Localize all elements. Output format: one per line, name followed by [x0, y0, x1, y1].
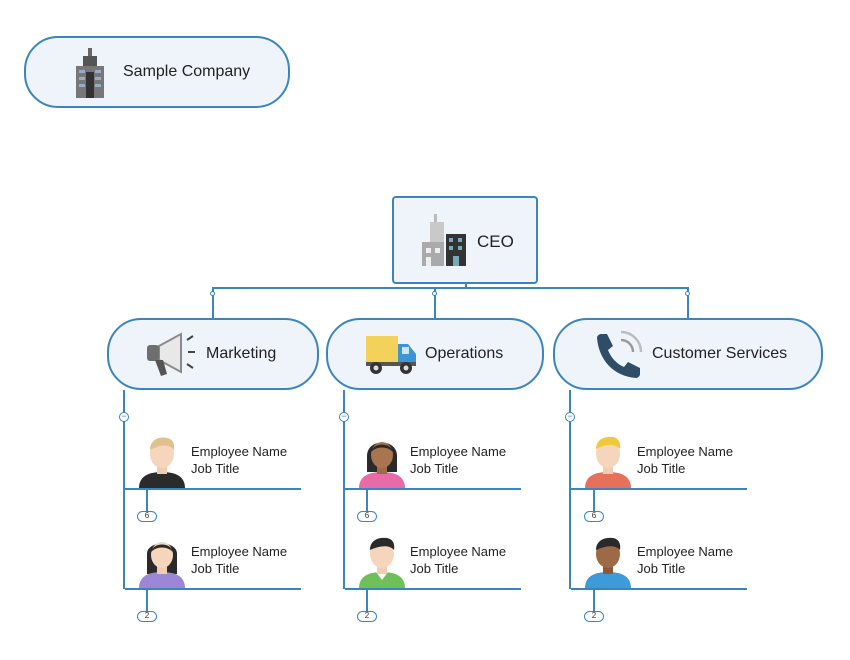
count-connector-line: [146, 590, 148, 611]
employee-name: Employee Name: [191, 444, 288, 459]
department-label: Marketing: [206, 345, 277, 362]
woman-avatar-icon: [139, 542, 185, 588]
employee-card[interactable]: Employee Name Job Title: [571, 530, 747, 590]
employee-underline: [125, 588, 301, 590]
employee-underline: [571, 588, 747, 590]
count-connector-line: [593, 590, 595, 611]
employee-card[interactable]: Employee Name Job Title: [125, 430, 301, 490]
customer-services-connector-dot[interactable]: [685, 291, 690, 296]
employee-name: Employee Name: [410, 444, 507, 459]
employee-job-title: Job Title: [191, 461, 240, 476]
subordinate-count-badge[interactable]: 2: [357, 611, 377, 622]
operations-collapse-button[interactable]: −: [339, 412, 349, 422]
marketing-connector-line: [212, 288, 214, 318]
man-avatar-icon: [585, 436, 631, 488]
count-connector-line: [146, 490, 148, 511]
employee-job-title: Job Title: [637, 561, 686, 576]
employee-job-title: Job Title: [191, 561, 240, 576]
company-label: Sample Company: [123, 63, 251, 80]
subordinate-count-badge[interactable]: 2: [137, 611, 157, 622]
ceo-label: CEO: [477, 232, 514, 251]
customer-services-collapse-button[interactable]: −: [565, 412, 575, 422]
department-node-operations[interactable]: Operations: [326, 318, 544, 390]
customer-services-branch-line: [569, 390, 571, 589]
employee-job-title: Job Title: [637, 461, 686, 476]
employee-name: Employee Name: [191, 544, 288, 559]
operations-connector-line: [434, 288, 436, 318]
ceo-connector-line: [465, 283, 467, 288]
employee-underline: [125, 488, 301, 490]
department-bus-line: [212, 287, 689, 289]
employee-card[interactable]: Employee Name Job Title: [345, 430, 521, 490]
subordinate-count-badge[interactable]: 2: [584, 611, 604, 622]
department-node-marketing[interactable]: Marketing: [107, 318, 319, 390]
employee-card[interactable]: Employee Name Job Title: [571, 430, 747, 490]
employee-job-title: Job Title: [410, 461, 459, 476]
employee-card[interactable]: Employee Name Job Title: [125, 530, 301, 590]
count-connector-line: [593, 490, 595, 511]
employee-underline: [345, 588, 521, 590]
employee-name: Employee Name: [637, 444, 734, 459]
building-icon: [76, 48, 104, 98]
subordinate-count-badge[interactable]: 6: [137, 511, 157, 522]
phone-icon: [597, 330, 643, 378]
subordinate-count-badge[interactable]: 6: [357, 511, 377, 522]
city-buildings-icon: [422, 214, 466, 266]
employee-name: Employee Name: [637, 544, 734, 559]
woman-avatar-icon: [359, 442, 405, 488]
department-label: Operations: [425, 345, 504, 362]
employee-job-title: Job Title: [410, 561, 459, 576]
marketing-branch-line: [123, 390, 125, 589]
employee-card[interactable]: Employee Name Job Title: [345, 530, 521, 590]
customer-services-connector-line: [687, 288, 689, 318]
subordinate-count-badge[interactable]: 6: [584, 511, 604, 522]
man-avatar-icon: [359, 537, 405, 588]
ceo-node[interactable]: CEO: [392, 196, 538, 284]
operations-branch-line: [343, 390, 345, 589]
count-connector-line: [366, 490, 368, 511]
employee-underline: [345, 488, 521, 490]
employee-name: Employee Name: [410, 544, 507, 559]
man-avatar-icon: [585, 537, 631, 588]
department-node-customer-services[interactable]: Customer Services: [553, 318, 823, 390]
marketing-collapse-button[interactable]: −: [119, 412, 129, 422]
marketing-connector-dot[interactable]: [210, 291, 215, 296]
count-connector-line: [366, 590, 368, 611]
department-label: Customer Services: [652, 345, 788, 362]
operations-connector-dot[interactable]: [432, 291, 437, 296]
delivery-truck-icon: [366, 336, 416, 374]
megaphone-icon: [147, 332, 195, 376]
company-node[interactable]: Sample Company: [24, 36, 290, 108]
man-avatar-icon: [139, 437, 185, 488]
employee-underline: [571, 488, 747, 490]
